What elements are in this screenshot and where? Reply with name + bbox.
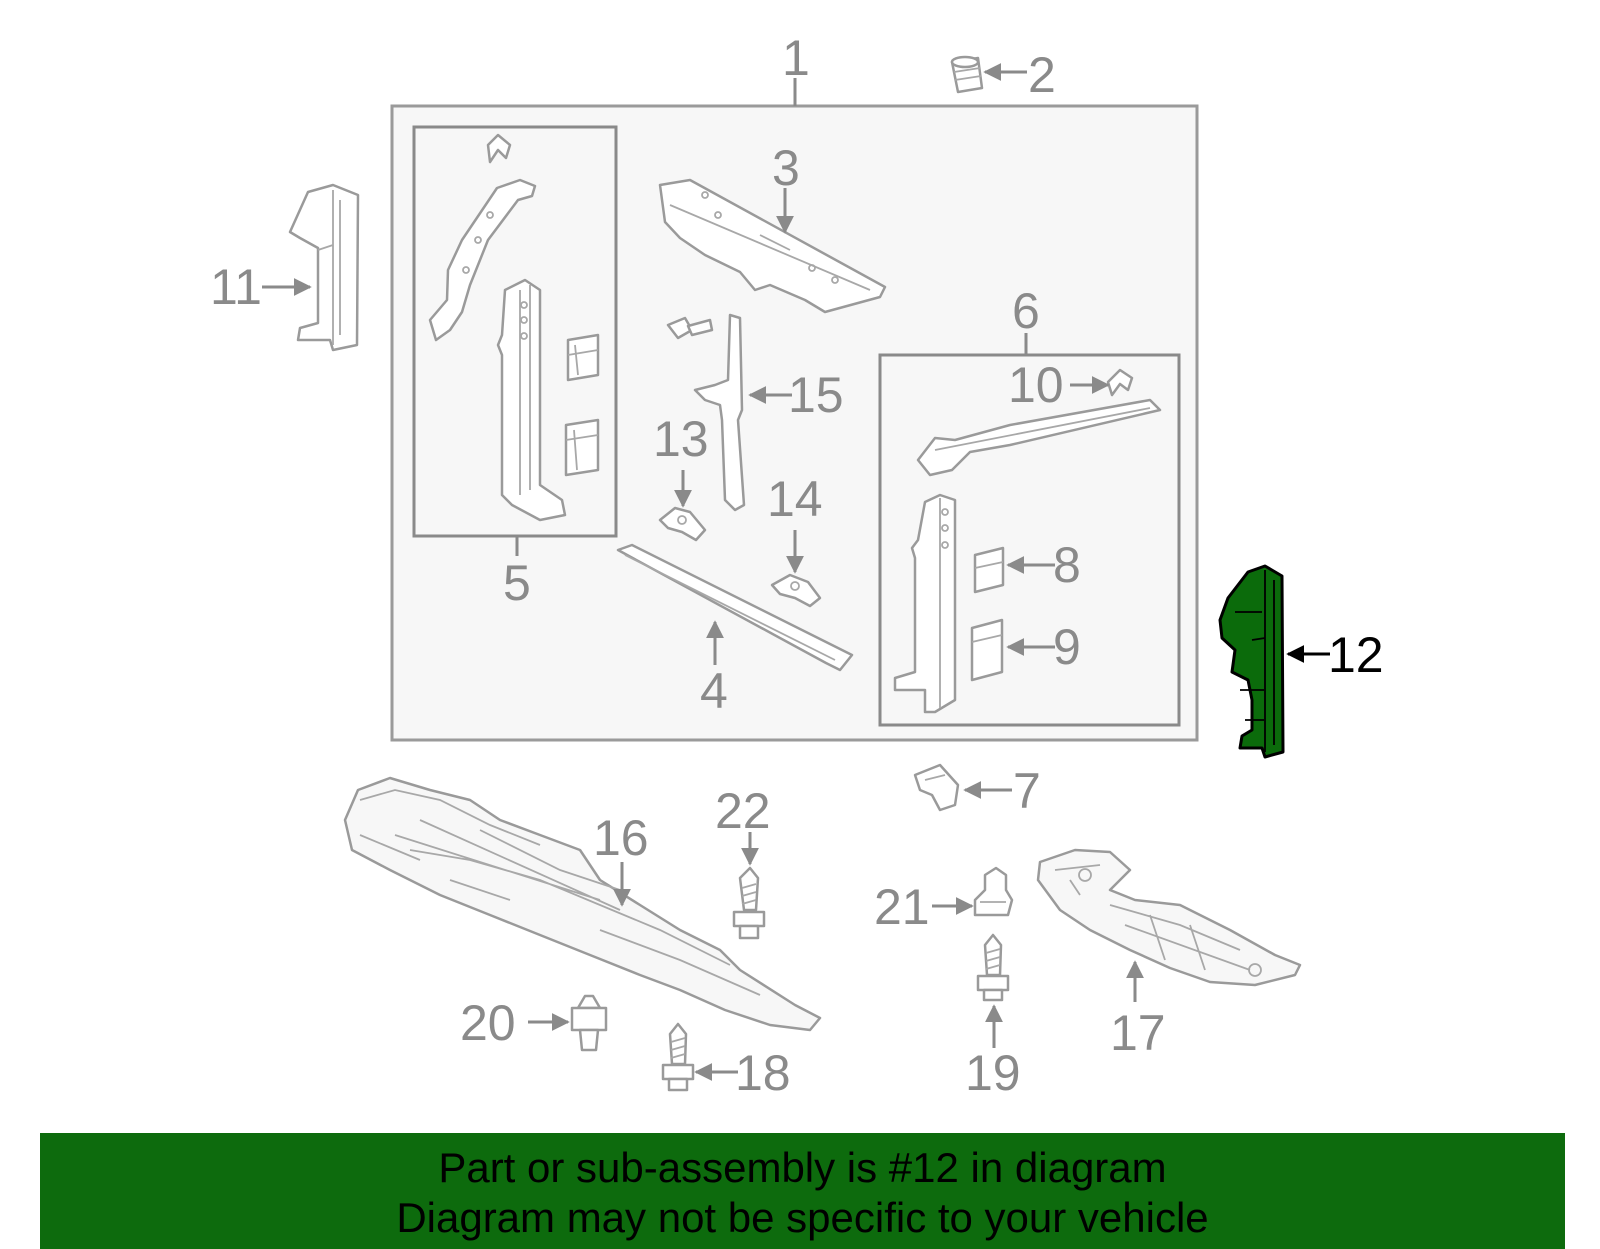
callout-18: 18 <box>735 1045 791 1101</box>
part-20-push-clip <box>570 994 608 1052</box>
part-21-clip-nut <box>973 866 1014 917</box>
callout-15: 15 <box>788 367 844 423</box>
callout-17: 17 <box>1110 1005 1166 1061</box>
callout-21: 21 <box>874 879 930 935</box>
callout-16: 16 <box>593 810 649 866</box>
part-15-bolt-bracket <box>666 313 746 512</box>
part-7-bracket <box>913 763 960 812</box>
callout-4: 4 <box>700 663 728 719</box>
banner-line-part-number: Part or sub-assembly is #12 in diagram <box>438 1144 1167 1191</box>
part-5-upper-arm <box>428 133 537 342</box>
part-9-plate <box>970 618 1004 682</box>
callout-19: 19 <box>965 1045 1021 1101</box>
part-4-lower-tie-bar <box>616 543 854 672</box>
callout-7: 7 <box>1013 763 1041 819</box>
callout-3: 3 <box>772 140 800 196</box>
callout-22: 22 <box>715 783 771 839</box>
part-10-bracket-clip <box>916 368 1162 477</box>
banner-line-disclaimer: Diagram may not be specific to your vehi… <box>396 1194 1209 1241</box>
callout-8: 8 <box>1053 537 1081 593</box>
part-12-side-bracket-highlighted <box>1218 564 1285 759</box>
part-18-bolt <box>661 1022 695 1092</box>
callout-1: 1 <box>782 30 810 86</box>
callout-5: 5 <box>503 555 531 611</box>
part-22-bolt <box>732 866 766 940</box>
callout-2: 2 <box>1028 47 1056 103</box>
part-13-clip <box>658 506 707 542</box>
info-banner: Part or sub-assembly is #12 in diagram D… <box>40 1133 1565 1249</box>
callout-14: 14 <box>767 471 823 527</box>
part-17-side-under-cover <box>1036 848 1302 987</box>
part-5-pillar <box>496 278 567 522</box>
part-3-upper-tie-bar <box>658 178 887 314</box>
callout-6: 6 <box>1012 283 1040 339</box>
part-19-bolt <box>976 933 1010 1002</box>
callout-13: 13 <box>653 411 709 467</box>
part-11-side-bracket <box>288 183 360 352</box>
callout-11: 11 <box>210 259 262 315</box>
callout-20: 20 <box>460 995 516 1051</box>
callout-12: 12 <box>1328 627 1384 683</box>
part-16-engine-under-cover <box>343 776 822 1032</box>
part-6-pillar <box>893 493 957 714</box>
part-8-plate <box>973 546 1005 594</box>
part-2-cap <box>950 55 984 94</box>
callout-10: 10 <box>1008 357 1064 413</box>
part-5-plates <box>564 333 600 477</box>
part-14-clip <box>770 573 822 608</box>
callout-9: 9 <box>1053 619 1081 675</box>
